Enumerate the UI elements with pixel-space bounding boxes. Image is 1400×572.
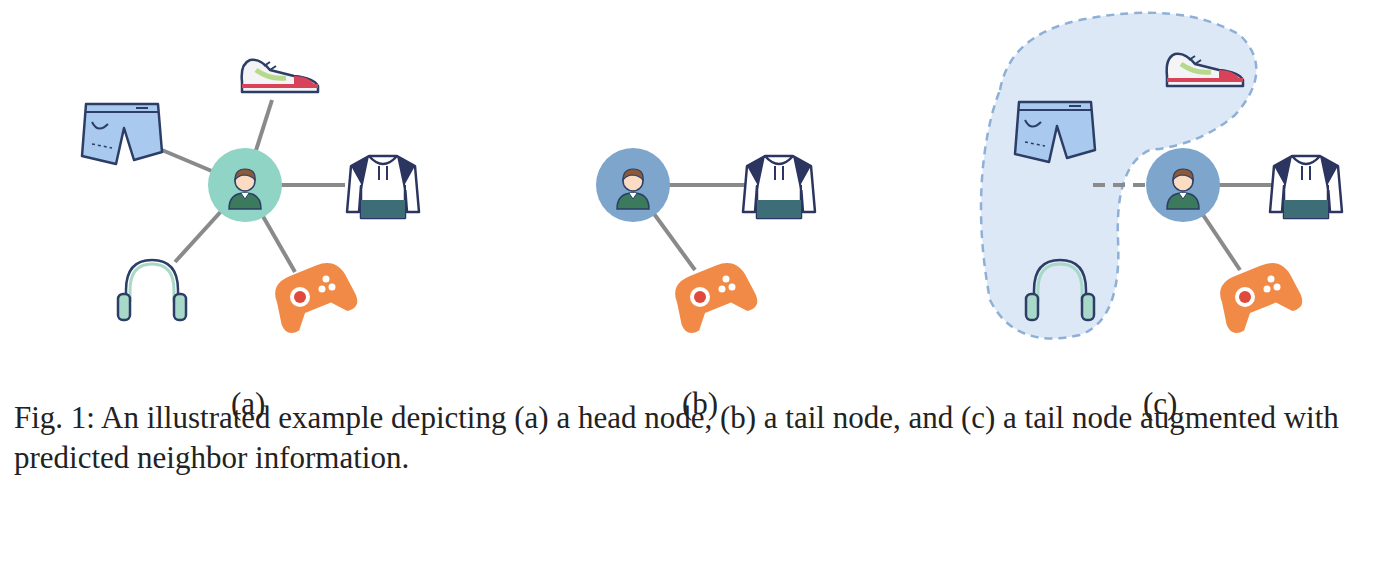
figure-caption: Fig. 1: An illustrated example depicting… [14, 398, 1392, 478]
